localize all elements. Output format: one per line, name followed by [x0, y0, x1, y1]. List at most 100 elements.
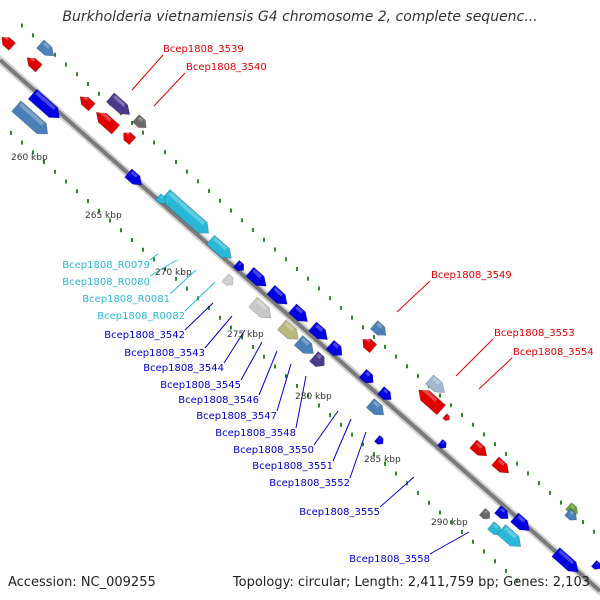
gene-feature[interactable]	[369, 320, 389, 340]
gene-feature[interactable]	[496, 524, 525, 552]
topology-text: Topology: circular; Length: 2,411,759 bp…	[232, 575, 590, 590]
gene-feature[interactable]	[358, 368, 377, 387]
track-dot	[362, 325, 364, 330]
gene-feature[interactable]	[308, 321, 332, 344]
gene-feature[interactable]	[206, 234, 236, 263]
gene-label[interactable]: Bcep1808_R0081	[82, 294, 170, 305]
track-dot	[43, 160, 45, 165]
gene-feature[interactable]	[365, 398, 387, 420]
gene-feature[interactable]	[469, 439, 491, 460]
gene-feature[interactable]	[359, 335, 378, 354]
gene-label[interactable]: Bcep1808_3545	[160, 380, 241, 391]
gene-label[interactable]: Bcep1808_3539	[163, 44, 244, 55]
gene-label[interactable]: Bcep1808_3540	[186, 62, 267, 73]
label-leader-line	[149, 253, 159, 261]
gene-feature[interactable]	[120, 129, 137, 146]
gene-feature[interactable]	[155, 193, 169, 207]
gene-feature[interactable]	[478, 507, 492, 521]
genome-backbone	[0, 56, 600, 595]
gene-label[interactable]: Bcep1808_3547	[196, 411, 277, 422]
gene-feature[interactable]	[309, 351, 328, 370]
gene-feature[interactable]	[221, 273, 236, 288]
gene-feature[interactable]	[551, 547, 582, 577]
gene-label[interactable]: Bcep1808_3552	[269, 478, 350, 489]
gene-feature[interactable]	[0, 34, 16, 51]
label-leader-line	[313, 410, 339, 446]
gene-feature[interactable]	[232, 259, 246, 273]
track-dot	[373, 452, 375, 457]
gene-feature[interactable]	[293, 335, 318, 359]
gene-label[interactable]: Bcep1808_3554	[513, 347, 594, 358]
track-dot	[593, 529, 595, 534]
gene-feature[interactable]	[132, 114, 149, 132]
track-dot	[65, 62, 67, 67]
track-dot	[351, 315, 353, 320]
gene-label[interactable]: Bcep1808_3544	[143, 363, 224, 374]
label-leader-line	[169, 269, 197, 295]
gene-feature[interactable]	[325, 339, 346, 360]
gene-feature[interactable]	[277, 319, 302, 344]
label-leader-line	[478, 357, 513, 390]
gene-feature[interactable]	[425, 374, 449, 397]
track-dot	[263, 237, 265, 242]
gene-label[interactable]: Bcep1808_R0080	[62, 277, 150, 288]
track-dot	[318, 403, 320, 408]
track-dot	[395, 354, 397, 359]
gene-labels: Bcep1808_3539Bcep1808_3540Bcep1808_3549B…	[62, 44, 593, 565]
track-dot	[197, 179, 199, 184]
track-dot	[296, 383, 298, 388]
gene-label[interactable]: Bcep1808_R0079	[62, 260, 150, 271]
gene-feature[interactable]	[436, 438, 448, 450]
gene-feature[interactable]	[124, 168, 146, 189]
track-dot	[109, 218, 111, 223]
track-dot	[274, 247, 276, 252]
track-dot	[296, 266, 298, 271]
gene-feature[interactable]	[373, 434, 385, 446]
gene-feature[interactable]	[442, 413, 451, 422]
gene-feature[interactable]	[494, 505, 511, 523]
gene-feature[interactable]	[92, 108, 121, 135]
track-dot	[450, 403, 452, 408]
track-dot	[153, 257, 155, 262]
gene-feature[interactable]	[414, 385, 446, 416]
gene-label[interactable]: Bcep1808_3542	[104, 330, 185, 341]
gene-feature[interactable]	[510, 512, 534, 535]
tick-label: 265 kbp	[85, 211, 122, 221]
track-dot	[505, 568, 507, 573]
gene-label[interactable]: Bcep1808_3546	[178, 395, 259, 406]
gene-feature[interactable]	[248, 296, 276, 323]
label-leader-line	[240, 341, 263, 381]
gene-label[interactable]: Bcep1808_3553	[494, 328, 575, 339]
gene-feature[interactable]	[77, 93, 96, 112]
gene-label[interactable]: Bcep1808_3549	[431, 270, 512, 281]
gene-feature[interactable]	[590, 559, 600, 571]
gene-label[interactable]: Bcep1808_3551	[252, 461, 333, 472]
gene-feature[interactable]	[245, 266, 270, 291]
gene-feature[interactable]	[266, 284, 291, 309]
track-dot	[120, 228, 122, 233]
gene-feature[interactable]	[11, 100, 53, 139]
gene-feature[interactable]	[288, 303, 312, 326]
gene-label[interactable]: Bcep1808_3543	[124, 348, 205, 359]
gene-label[interactable]: Bcep1808_3548	[215, 428, 296, 439]
gene-feature[interactable]	[491, 456, 513, 477]
gene-label[interactable]: Bcep1808_R0082	[97, 311, 185, 322]
track-dot	[175, 276, 177, 281]
map-title: Burkholderia vietnamiensis G4 chromosome…	[62, 9, 538, 25]
gene-label[interactable]: Bcep1808_3555	[299, 507, 380, 518]
track-dot	[32, 150, 34, 155]
gene-feature[interactable]	[24, 54, 43, 73]
gene-feature[interactable]	[36, 39, 58, 60]
gene-feature[interactable]	[564, 508, 580, 524]
gene-label[interactable]: Bcep1808_3558	[349, 554, 430, 565]
track-dot	[186, 169, 188, 174]
gene-label[interactable]: Bcep1808_3550	[233, 445, 314, 456]
track-dot	[362, 442, 364, 447]
gene-feature[interactable]	[377, 386, 394, 404]
gene-feature[interactable]	[105, 92, 133, 119]
gene-feature[interactable]	[27, 88, 64, 123]
track-dot	[76, 72, 78, 77]
